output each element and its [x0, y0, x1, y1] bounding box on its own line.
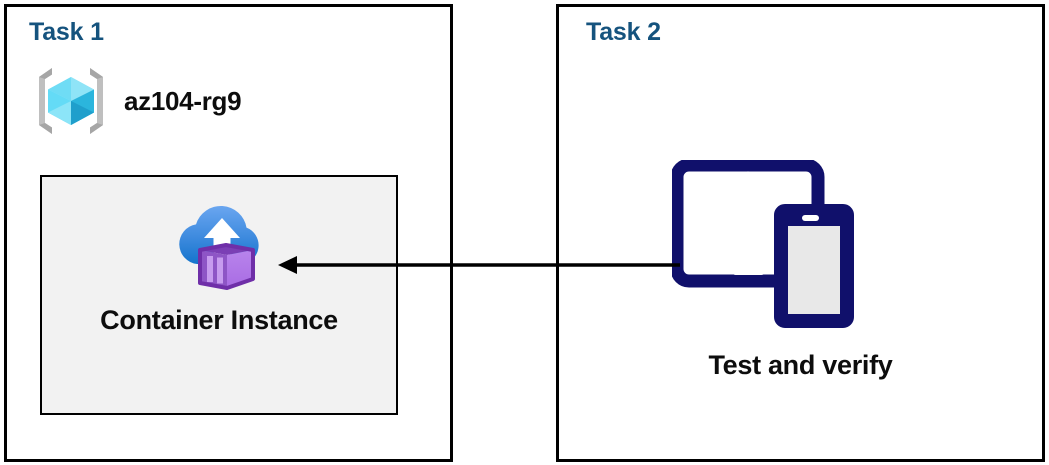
azure-resource-group-icon — [39, 68, 103, 134]
container-instance-box: Container Instance — [40, 175, 398, 415]
resource-group-label: az104-rg9 — [124, 85, 242, 116]
panel-task-1-title: Task 1 — [29, 18, 104, 46]
devices-tablet-phone-icon — [672, 160, 854, 328]
panel-task-2-title: Task 2 — [586, 18, 661, 46]
flow-arrow — [278, 256, 680, 274]
resource-group-row: az104-rg9 — [32, 62, 242, 140]
test-and-verify-label: Test and verify — [708, 350, 893, 380]
panel-task-1 — [4, 4, 453, 462]
panel-task-2 — [556, 4, 1045, 462]
container-instance-label: Container Instance — [100, 305, 338, 335]
container-instance-icon — [179, 205, 259, 290]
